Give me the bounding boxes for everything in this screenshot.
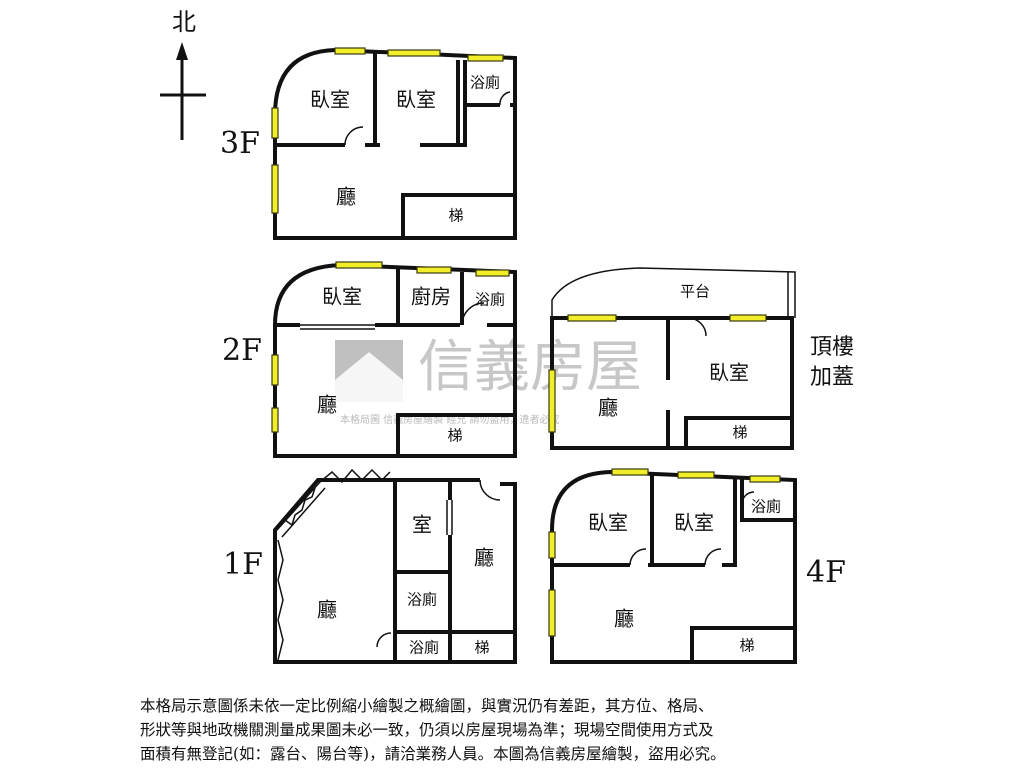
floor-1f-bath-door — [376, 632, 392, 648]
floor-4f-door-arc — [704, 548, 722, 566]
floor-3f-bath-door — [499, 91, 511, 106]
roof-label-line2: 加蓋 — [810, 365, 854, 390]
floor-3f-window — [467, 54, 504, 62]
floor-3f-stairs: 梯 — [448, 207, 463, 225]
floor-2f-label: 2F — [222, 333, 262, 368]
disclaimer-line: 本格局示意圖係未依一定比例縮小繪製之概繪圖，與實況仍有差距，其方位、格局、 — [140, 697, 714, 715]
floor-4f-window — [677, 471, 715, 479]
floor-4f-stair-walls — [690, 626, 795, 662]
floor-3f-bedroom: 臥室 — [396, 88, 436, 112]
floor-1f-diagonal-rail — [276, 481, 326, 538]
roof-window — [567, 314, 617, 322]
roof-door-arc — [687, 317, 707, 337]
floor-4f-stairs: 梯 — [739, 637, 754, 655]
floor-2f-window — [475, 269, 510, 277]
floor-1f-folding-wall — [277, 539, 284, 661]
floor-2f-plan: 2F 臥室 廚房 浴廁 廳 梯 — [222, 261, 517, 458]
floor-3f-bathroom: 浴廁 — [470, 74, 500, 92]
floor-4f-window — [611, 468, 649, 476]
floor-roof-plan: 平台 臥室 廳 梯 頂樓 加蓋 — [548, 267, 854, 450]
floor-1f-right-outline — [395, 478, 517, 664]
floor-3f-window — [271, 107, 279, 139]
floor-4f-window — [548, 589, 556, 637]
floor-3f-inner-walls — [275, 60, 467, 147]
roof-window — [729, 314, 767, 322]
roof-window — [548, 369, 556, 433]
floor-4f-bedroom: 臥室 — [588, 511, 628, 535]
floor-4f-bathroom: 浴廁 — [751, 498, 781, 516]
floor-3f-partitions — [373, 52, 460, 145]
floor-2f-living-room: 廳 — [317, 393, 337, 417]
floor-1f-stairs: 梯 — [474, 639, 489, 657]
north-compass: 北 — [160, 8, 206, 140]
roof-terrace-outline — [551, 267, 796, 318]
floor-1f-sliding-door — [446, 500, 453, 535]
floor-2f-bathroom: 浴廁 — [475, 291, 505, 309]
north-arrow-head — [176, 42, 188, 60]
floor-1f-bathroom: 浴廁 — [409, 639, 439, 657]
watermark-logo-house — [335, 352, 403, 402]
floor-2f-window — [335, 261, 383, 269]
floor-4f-window — [749, 475, 781, 483]
floor-3f-window — [271, 164, 279, 214]
floor-2f-window — [271, 407, 279, 433]
floor-2f-window — [416, 266, 452, 274]
floor-3f-bedroom: 臥室 — [310, 88, 350, 112]
floor-4f-window — [548, 531, 556, 559]
floor-3f-stair-walls — [401, 193, 515, 238]
floor-1f-zigzag-railing — [284, 468, 391, 527]
floor-4f-partitions — [650, 474, 795, 565]
floor-3f-window — [387, 49, 441, 57]
floor-3f-window — [334, 47, 366, 55]
floor-2f-stair-walls — [396, 413, 515, 456]
floor-1f-main-outline — [273, 478, 397, 664]
floor-1f-living-room: 廳 — [317, 598, 337, 622]
floor-2f-partitions — [396, 268, 464, 325]
floor-1f-living-room-right: 廳 — [474, 546, 494, 570]
floor-1f-entry-door — [479, 479, 501, 501]
floor-3f-plan: 3F 臥室 臥室 浴廁 廳 梯 — [220, 47, 517, 240]
watermark-brand: 信義房屋 — [418, 335, 642, 400]
floor-1f-label: 1F — [223, 547, 263, 582]
floor-2f-window — [271, 354, 279, 386]
floor-4f-inner-walls — [552, 478, 737, 567]
floor-1f-inner-walls — [395, 480, 452, 662]
floor-2f-stairs: 梯 — [447, 427, 462, 445]
floor-1f-bathroom: 浴廁 — [407, 591, 437, 609]
floor-4f-door-arc — [629, 548, 647, 566]
floor-2f-bedroom: 臥室 — [322, 285, 362, 309]
floor-4f-bedroom: 臥室 — [674, 511, 714, 535]
disclaimer: 本格局示意圖係未依一定比例縮小繪製之概繪圖，與實況仍有差距，其方位、格局、 形狀… — [140, 694, 900, 766]
floor-4f-label: 4F — [806, 555, 846, 590]
floor-3f-door-arc — [344, 126, 364, 146]
floor-1f-plan: 1F 室 廳 浴廁 廳 浴廁 梯 — [223, 468, 517, 664]
floor-2f-sliding-door — [300, 324, 375, 330]
roof-terrace-label: 平台 — [680, 283, 710, 301]
roof-label-line1: 頂樓 — [810, 335, 854, 360]
floor-1f-room: 室 — [412, 513, 432, 537]
floor-3f-living-room: 廳 — [336, 185, 356, 209]
floor-4f-living-room: 廳 — [614, 607, 634, 631]
disclaimer-line: 面積有無登記(如：露台、陽台等)，請洽業務人員。本圖為信義房屋繪製，盜用必究。 — [140, 745, 726, 763]
floor-4f-bath-door — [741, 491, 755, 505]
north-label: 北 — [172, 8, 196, 36]
floor-3f-label: 3F — [220, 126, 260, 161]
floor-2f-bath-door — [461, 302, 485, 326]
roof-living-room: 廳 — [598, 396, 618, 420]
roof-stair-walls — [684, 416, 792, 448]
roof-bedroom: 臥室 — [709, 361, 749, 385]
watermark: 信義房屋 本格局圖 信義房屋繪製 經允 請勿盜用，違者必究 — [335, 335, 642, 426]
roof-stairs: 梯 — [732, 424, 747, 442]
disclaimer-line: 形狀等與地政機關測量成果圖未必一致，仍須以房屋現場為準；現場空間使用方式及 — [140, 721, 714, 739]
floor-4f-plan: 4F 臥室 臥室 浴廁 廳 梯 — [548, 468, 846, 664]
floor-2f-kitchen: 廚房 — [411, 285, 451, 309]
